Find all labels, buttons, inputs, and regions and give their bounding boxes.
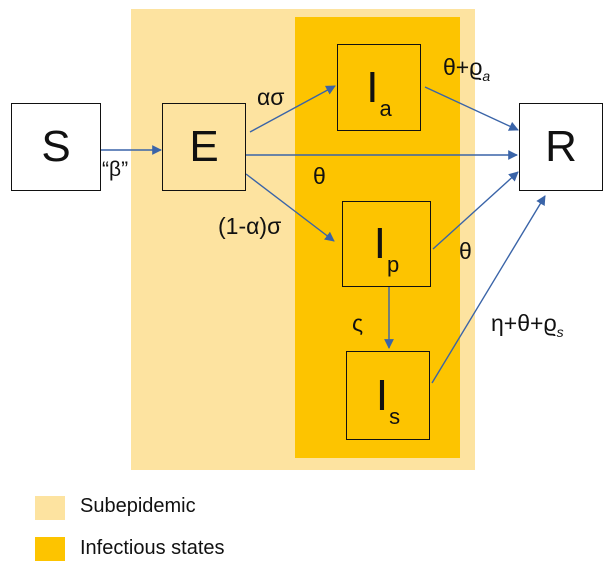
edge-label-e-ia: ασ: [257, 84, 285, 110]
edge-label-ia-r: θ+ϱa: [443, 54, 491, 84]
legend-swatch-subepidemic: [35, 496, 65, 520]
edge-label-ia-r-sub: a: [482, 68, 491, 84]
node-ia-label: I: [366, 62, 379, 112]
arrow-e-to-ia: [249, 85, 336, 133]
legend-swatch-infectious: [35, 537, 65, 561]
node-ia-subscript: a: [379, 95, 392, 121]
edge-label-ia-r-main: θ+ϱ: [443, 54, 483, 80]
edge-label-is-r-main: η+θ+ϱ: [491, 310, 557, 336]
node-ia: Ia: [337, 44, 421, 131]
arrow-is-to-r: [431, 195, 546, 384]
edge-label-e-r: θ: [313, 163, 326, 189]
node-ip-label: I: [373, 219, 386, 268]
arrow-ia-to-r: [424, 86, 519, 131]
node-is-label: I: [375, 370, 389, 420]
edge-label-s-e: “β”: [102, 158, 129, 181]
node-is: Is: [346, 351, 430, 440]
edge-label-ip-r: θ: [459, 238, 472, 264]
edge-label-ip-is: ς: [352, 310, 364, 336]
edge-label-is-r-sub: s: [556, 324, 564, 340]
node-ip: Ip: [342, 201, 431, 287]
arrow-ip-to-r: [432, 171, 519, 250]
legend-label-subepidemic: Subepidemic: [80, 495, 196, 517]
node-ip-subscript: p: [386, 252, 400, 277]
node-is-subscript: s: [389, 403, 401, 429]
node-r-label: R: [545, 122, 577, 171]
node-s-label: S: [41, 122, 71, 171]
legend-label-infectious: Infectious states: [80, 537, 225, 559]
node-e-label: E: [189, 122, 219, 171]
node-r: R: [519, 103, 603, 191]
edge-label-is-r: η+θ+ϱs: [491, 310, 564, 340]
arrow-e-to-ip: [245, 173, 335, 242]
node-e: E: [162, 103, 246, 191]
edge-label-e-ip: (1-α)σ: [218, 213, 282, 239]
node-s: S: [11, 103, 101, 191]
